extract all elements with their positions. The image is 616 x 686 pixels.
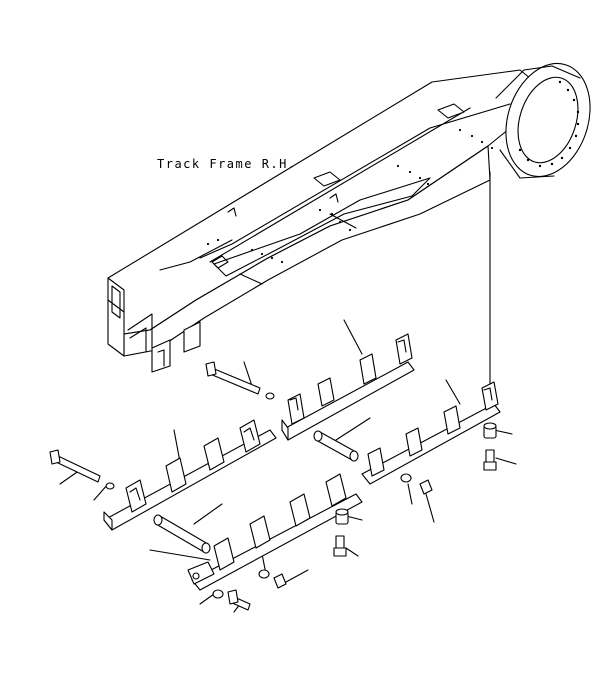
rock-guard-right [361, 381, 501, 485]
nut-right [483, 422, 497, 439]
bolt-right [483, 449, 497, 471]
washers-lower [212, 569, 287, 611]
bolt-upper-left [205, 361, 275, 400]
bolt-middle [333, 535, 347, 557]
diagram-caption: Track Frame R.H. [157, 157, 297, 171]
frame-bolt-holes [206, 128, 494, 264]
rock-guard-middle-left [103, 419, 277, 531]
washers-right [400, 473, 433, 495]
pivot-bolt-holes [518, 80, 580, 168]
bolt-left [49, 449, 115, 490]
rock-guard-lower [187, 473, 363, 591]
pin-upper [313, 430, 359, 462]
track-frame [107, 62, 591, 373]
pin-lower [153, 514, 211, 554]
nut-middle [335, 508, 349, 525]
rock-guard-upper-right [281, 333, 415, 441]
